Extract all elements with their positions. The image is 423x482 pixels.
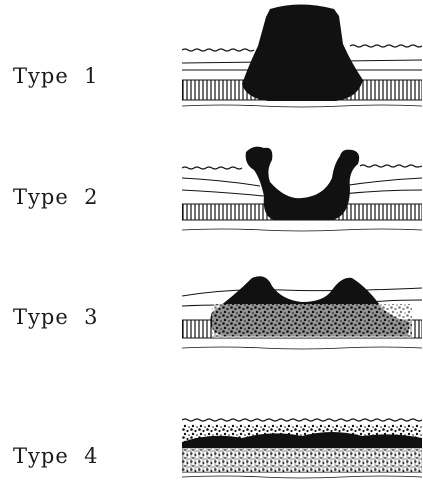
type-3-label: Type 3 — [13, 305, 98, 329]
type-2-water-surface — [182, 165, 422, 169]
type-3-speckled-zone — [212, 304, 412, 338]
type-2-strata-lines — [182, 178, 422, 196]
type-4-water-surface — [182, 419, 422, 421]
type-2-diagram — [182, 138, 422, 244]
type-4-diagram — [182, 412, 422, 482]
type-1-diagram — [182, 0, 422, 112]
type-1-label: Type 1 — [13, 64, 98, 88]
type-2-label: Type 2 — [13, 185, 98, 209]
type-4-label: Type 4 — [13, 444, 98, 468]
type-4-bottom-line — [182, 476, 422, 478]
type-1-bottom-line — [182, 105, 422, 107]
type-4-speckled-overlay — [182, 448, 422, 472]
type-3-diagram — [182, 266, 422, 360]
type-3-bottom-line — [182, 347, 422, 349]
type-2-bottom-line — [182, 229, 422, 231]
type-1-intrusion-body — [242, 5, 363, 102]
